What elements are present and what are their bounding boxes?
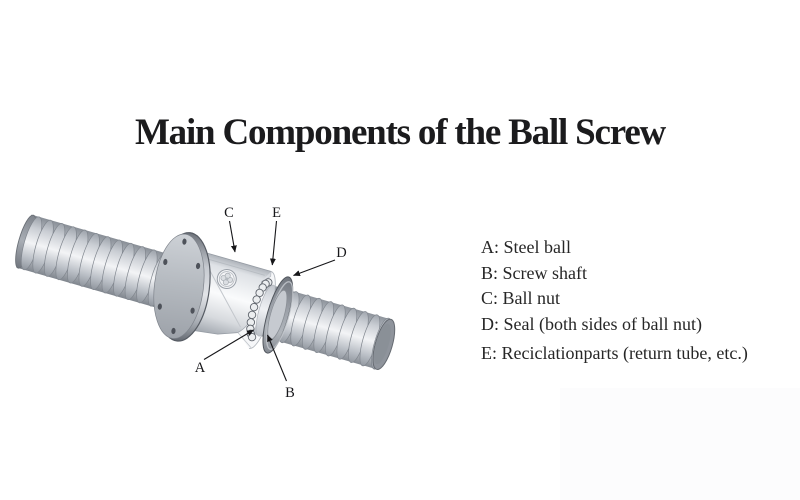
callout-line-B: [266, 334, 288, 382]
callout-letter-C: C: [224, 205, 234, 221]
legend-item-steel-ball: A: Steel ball: [481, 237, 571, 257]
legend-item-seal: D: Seal (both sides of ball nut): [481, 313, 702, 334]
callout-letter-E: E: [272, 205, 281, 221]
callout-line-A: [203, 329, 254, 360]
mounting-flange: [153, 232, 211, 342]
legend-item-screw-shaft: B: Screw shaft: [481, 262, 587, 283]
callout-letter-D: D: [336, 245, 346, 261]
legend-item-ball-nut: C: Ball nut: [481, 288, 561, 309]
flange-bolt-holes: [157, 238, 201, 335]
callout-lines: [203, 220, 336, 382]
page-title: Main Components of the Ball Screw: [134, 112, 666, 153]
legend-item-recirculation-parts: E: Reciclationparts (return tube, etc.): [481, 343, 748, 364]
seal-ring: [262, 276, 294, 354]
background-shade: [560, 388, 800, 500]
callout-letters: C E D A B: [195, 205, 347, 401]
screw-shaft-left: [15, 214, 197, 316]
callout-line-E: [269, 220, 278, 266]
callout-letter-A: A: [195, 360, 206, 376]
callout-letter-B: B: [285, 385, 295, 401]
legend: A: Steel ball B: Screw shaft C: Ball nut…: [481, 235, 748, 367]
ball-screw-illustration: [15, 214, 396, 372]
callout-line-C: [228, 220, 237, 253]
callout-line-D: [293, 259, 336, 277]
